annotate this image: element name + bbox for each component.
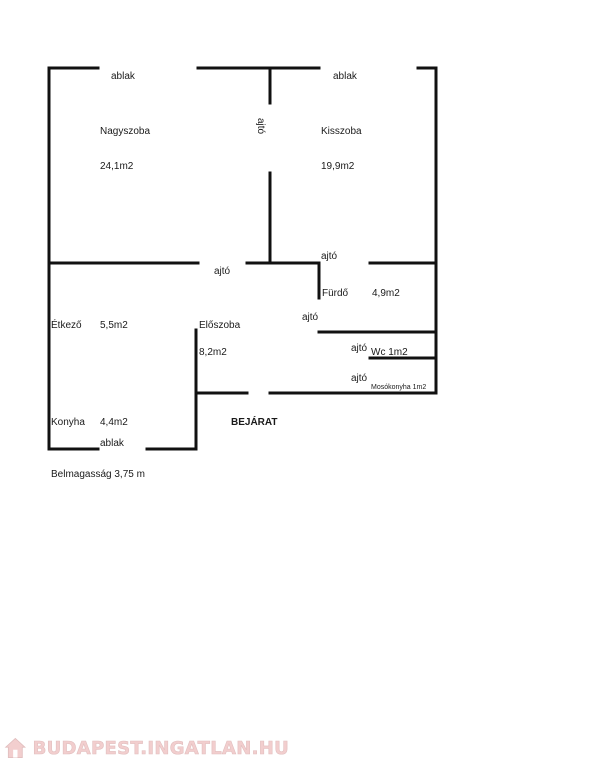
room-name-konyha: Konyha	[51, 417, 85, 428]
door-label-laundry: ajtó	[351, 373, 368, 384]
ceiling-height-note: Belmagasság 3,75 m	[51, 469, 145, 480]
room-area-nagyszoba: 24,1m2	[100, 161, 134, 172]
room-name-eloszoba: Előszoba	[199, 320, 241, 331]
watermark: BUDAPEST.INGATLAN.HU	[4, 734, 289, 762]
room-name-mosokonyha: Mosókonyha 1m2	[371, 384, 426, 391]
room-area-kisszoba: 19,9m2	[321, 161, 355, 172]
room-area-eloszoba: 8,2m2	[199, 347, 227, 358]
door-label-wc: ajtó	[351, 343, 368, 354]
room-name-furdo: Fürdő	[322, 288, 349, 299]
window-label-bottom: ablak	[100, 438, 125, 449]
door-label-hall: ajtó	[214, 266, 231, 277]
room-name-etkezo: Étkező	[51, 318, 82, 331]
room-area-konyha: 4,4m2	[100, 417, 128, 428]
window-label-top-left: ablak	[111, 71, 136, 82]
door-label-bath-top: ajtó	[321, 251, 338, 262]
entrance-label: BEJÁRAT	[231, 415, 277, 428]
room-name-wc: Wc 1m2	[371, 347, 408, 358]
room-name-kisszoba: Kisszoba	[321, 126, 362, 137]
door-label-hall-right: ajtó	[302, 312, 319, 323]
door-label-vertical: ajtó	[255, 118, 266, 135]
watermark-text: BUDAPEST.INGATLAN.HU	[32, 737, 289, 759]
walls	[47, 66, 438, 451]
room-area-etkezo: 5,5m2	[100, 320, 128, 331]
room-name-nagyszoba: Nagyszoba	[100, 126, 150, 137]
room-area-furdo: 4,9m2	[372, 288, 400, 299]
house-icon	[4, 737, 27, 759]
window-label-top-right: ablak	[333, 71, 358, 82]
